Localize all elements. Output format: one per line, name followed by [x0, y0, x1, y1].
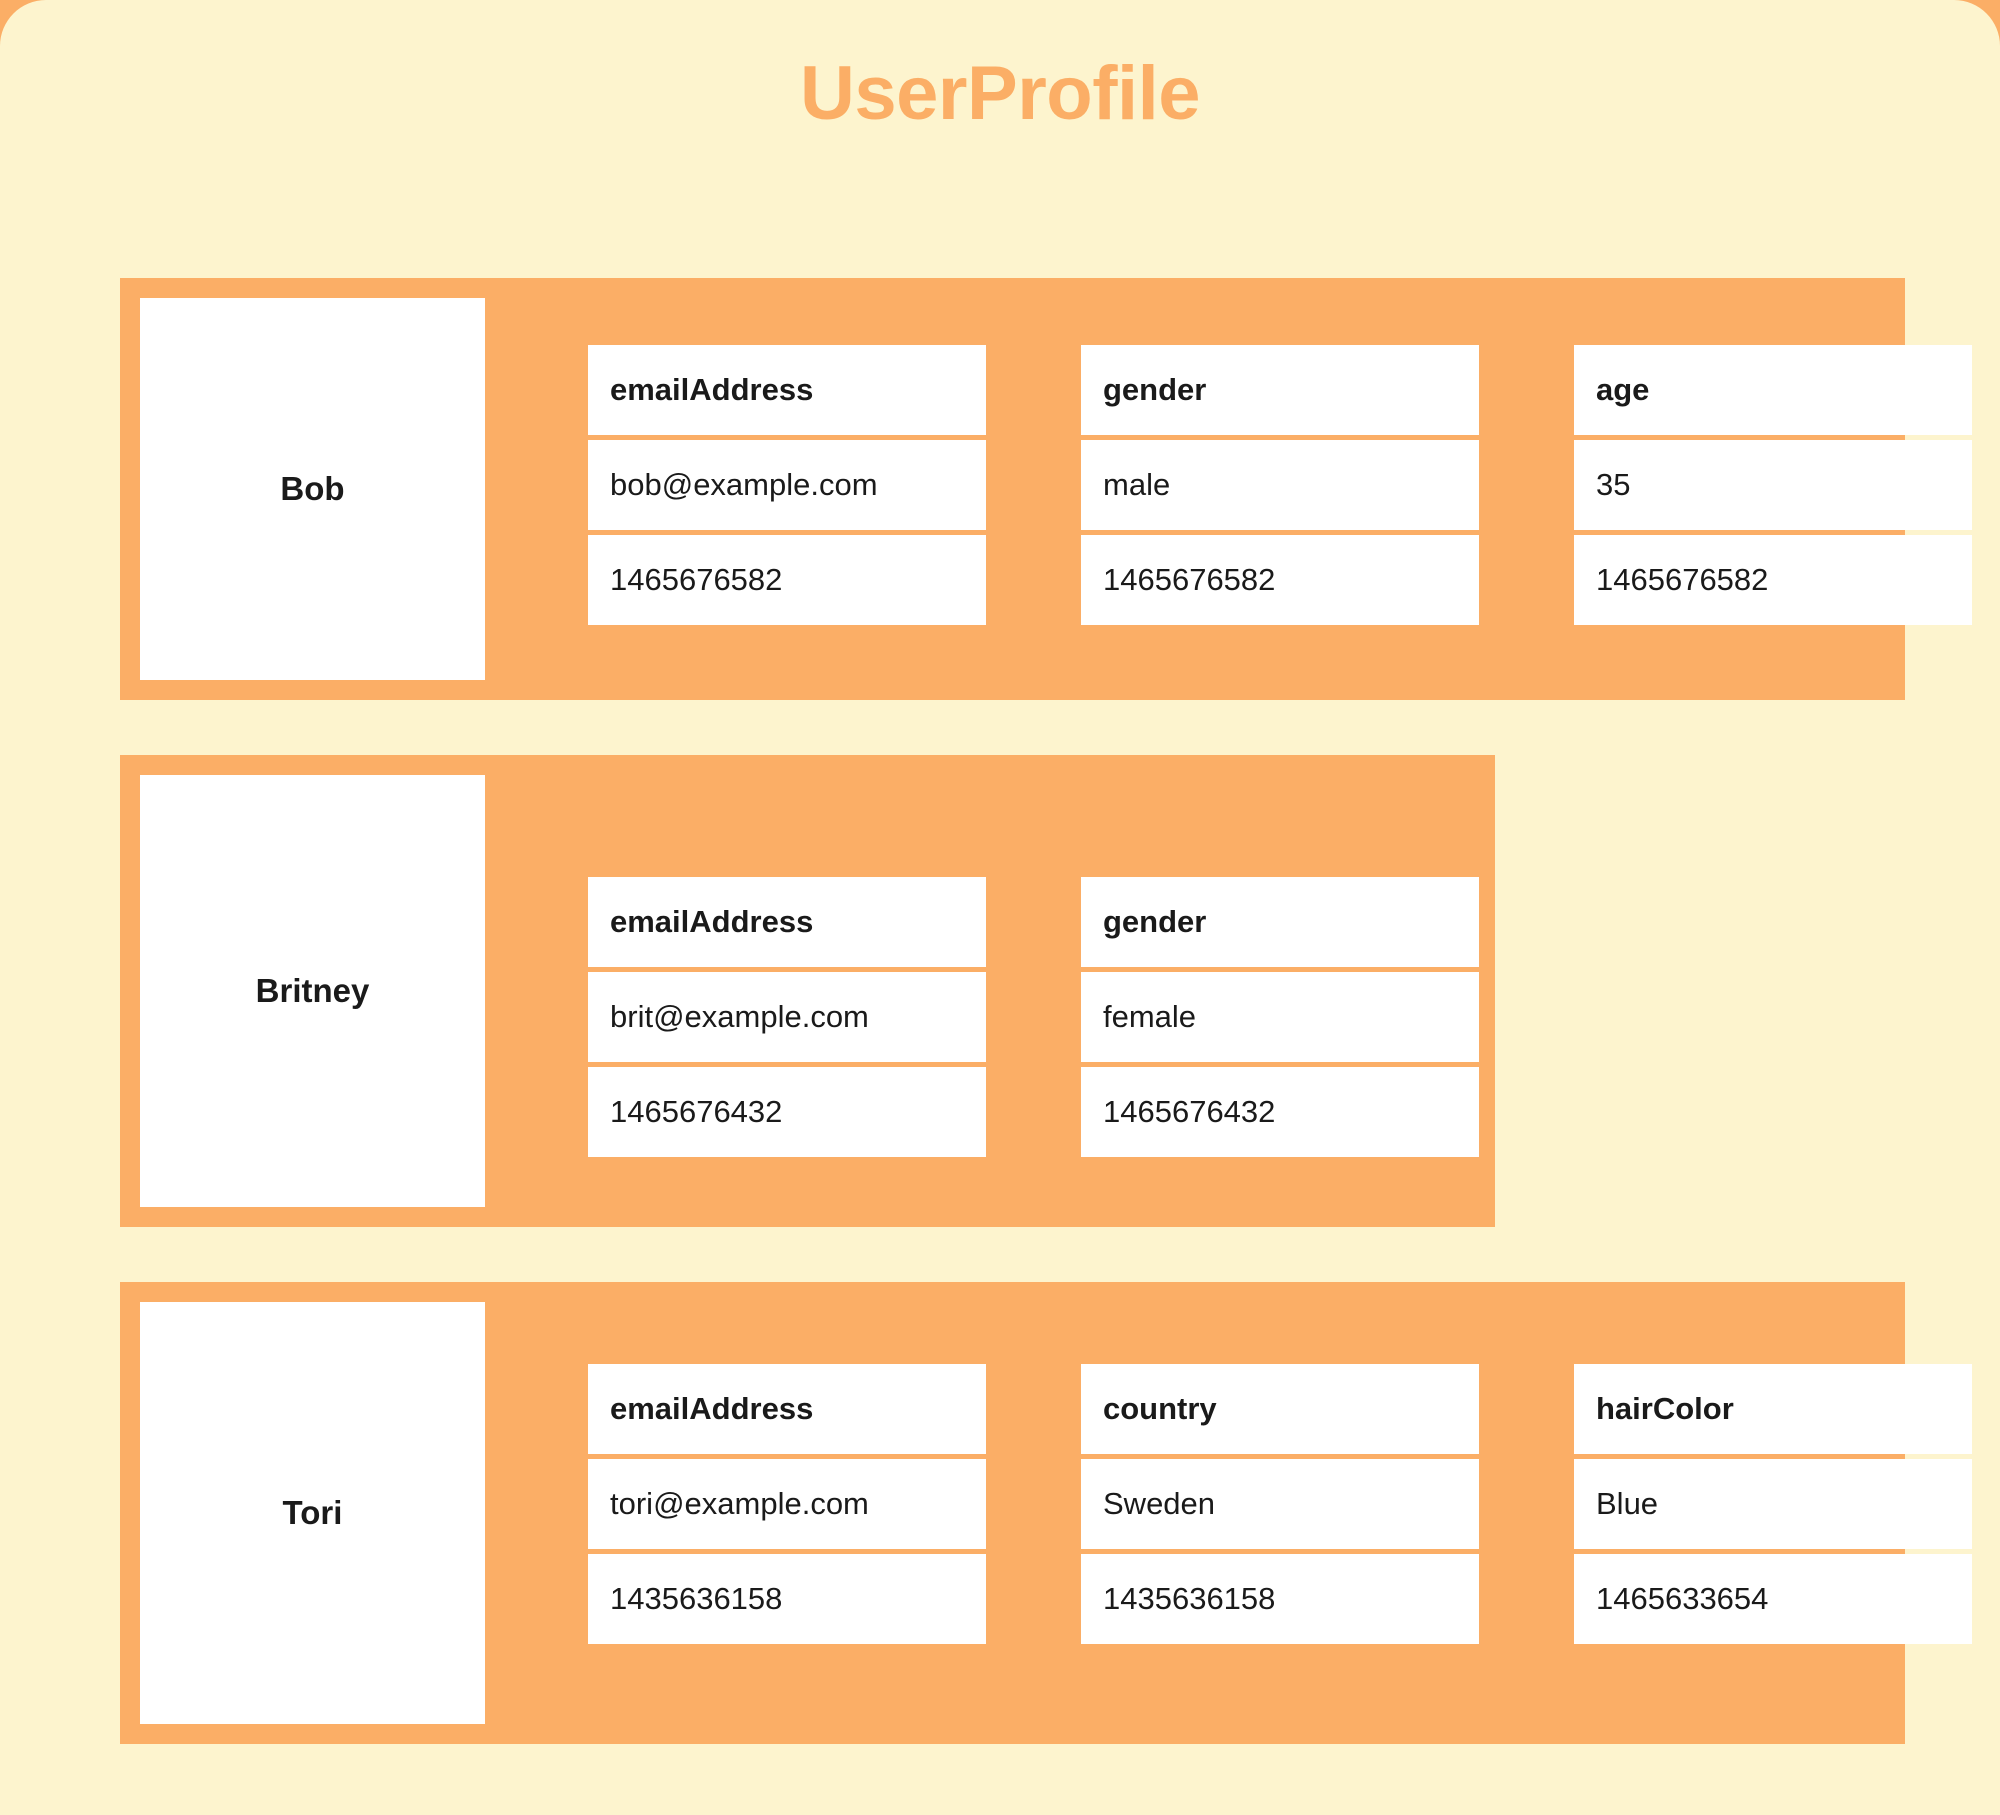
field-column: hairColor Blue 1465633654: [1574, 1364, 1972, 1644]
profile-name-box: Bob: [140, 298, 485, 680]
profile-row[interactable]: Tori emailAddress tori@example.com 14356…: [120, 1282, 1972, 1744]
field-column: emailAddress bob@example.com 1465676582: [588, 345, 986, 625]
field-timestamp-cell: 1435636158: [588, 1554, 986, 1644]
field-key-cell: gender: [1081, 345, 1479, 435]
field-timestamp-cell: 1465676582: [1574, 535, 1972, 625]
field-key-cell: emailAddress: [588, 1364, 986, 1454]
field-column: country Sweden 1435636158: [1081, 1364, 1479, 1644]
page-title: UserProfile: [800, 51, 1201, 136]
field-key-cell: hairColor: [1574, 1364, 1972, 1454]
profile-field-columns: emailAddress bob@example.com 1465676582 …: [588, 345, 1972, 625]
field-column: age 35 1465676582: [1574, 345, 1972, 625]
field-value-cell: Sweden: [1081, 1459, 1479, 1549]
field-key-cell: gender: [1081, 877, 1479, 967]
profile-name: Tori: [282, 1494, 343, 1531]
field-timestamp-cell: 1465676432: [1081, 1067, 1479, 1157]
field-value-cell: Blue: [1574, 1459, 1972, 1549]
field-timestamp-cell: 1465676582: [588, 535, 986, 625]
field-value-cell: female: [1081, 972, 1479, 1062]
field-key-cell: age: [1574, 345, 1972, 435]
profile-name-box: Tori: [140, 1302, 485, 1724]
field-timestamp-cell: 1465633654: [1574, 1554, 1972, 1644]
profile-row[interactable]: Bob emailAddress bob@example.com 1465676…: [120, 278, 1972, 700]
field-column: emailAddress brit@example.com 1465676432: [588, 877, 986, 1157]
profile-row[interactable]: Britney emailAddress brit@example.com 14…: [120, 755, 1495, 1227]
profile-row-list: Bob emailAddress bob@example.com 1465676…: [120, 278, 2000, 1799]
field-key-cell: country: [1081, 1364, 1479, 1454]
field-timestamp-cell: 1465676582: [1081, 535, 1479, 625]
profile-field-columns: emailAddress tori@example.com 1435636158…: [588, 1364, 1972, 1644]
field-column: gender female 1465676432: [1081, 877, 1479, 1157]
field-value-cell: 35: [1574, 440, 1972, 530]
field-value-cell: brit@example.com: [588, 972, 986, 1062]
field-timestamp-cell: 1465676432: [588, 1067, 986, 1157]
profile-name: Bob: [280, 470, 345, 507]
field-column: gender male 1465676582: [1081, 345, 1479, 625]
profile-field-columns: emailAddress brit@example.com 1465676432…: [588, 877, 1479, 1157]
field-key-cell: emailAddress: [588, 345, 986, 435]
field-timestamp-cell: 1435636158: [1081, 1554, 1479, 1644]
field-value-cell: tori@example.com: [588, 1459, 986, 1549]
profile-name: Britney: [255, 972, 370, 1009]
field-key-cell: emailAddress: [588, 877, 986, 967]
field-column: emailAddress tori@example.com 1435636158: [588, 1364, 986, 1644]
field-value-cell: bob@example.com: [588, 440, 986, 530]
field-value-cell: male: [1081, 440, 1479, 530]
profile-name-box: Britney: [140, 775, 485, 1207]
